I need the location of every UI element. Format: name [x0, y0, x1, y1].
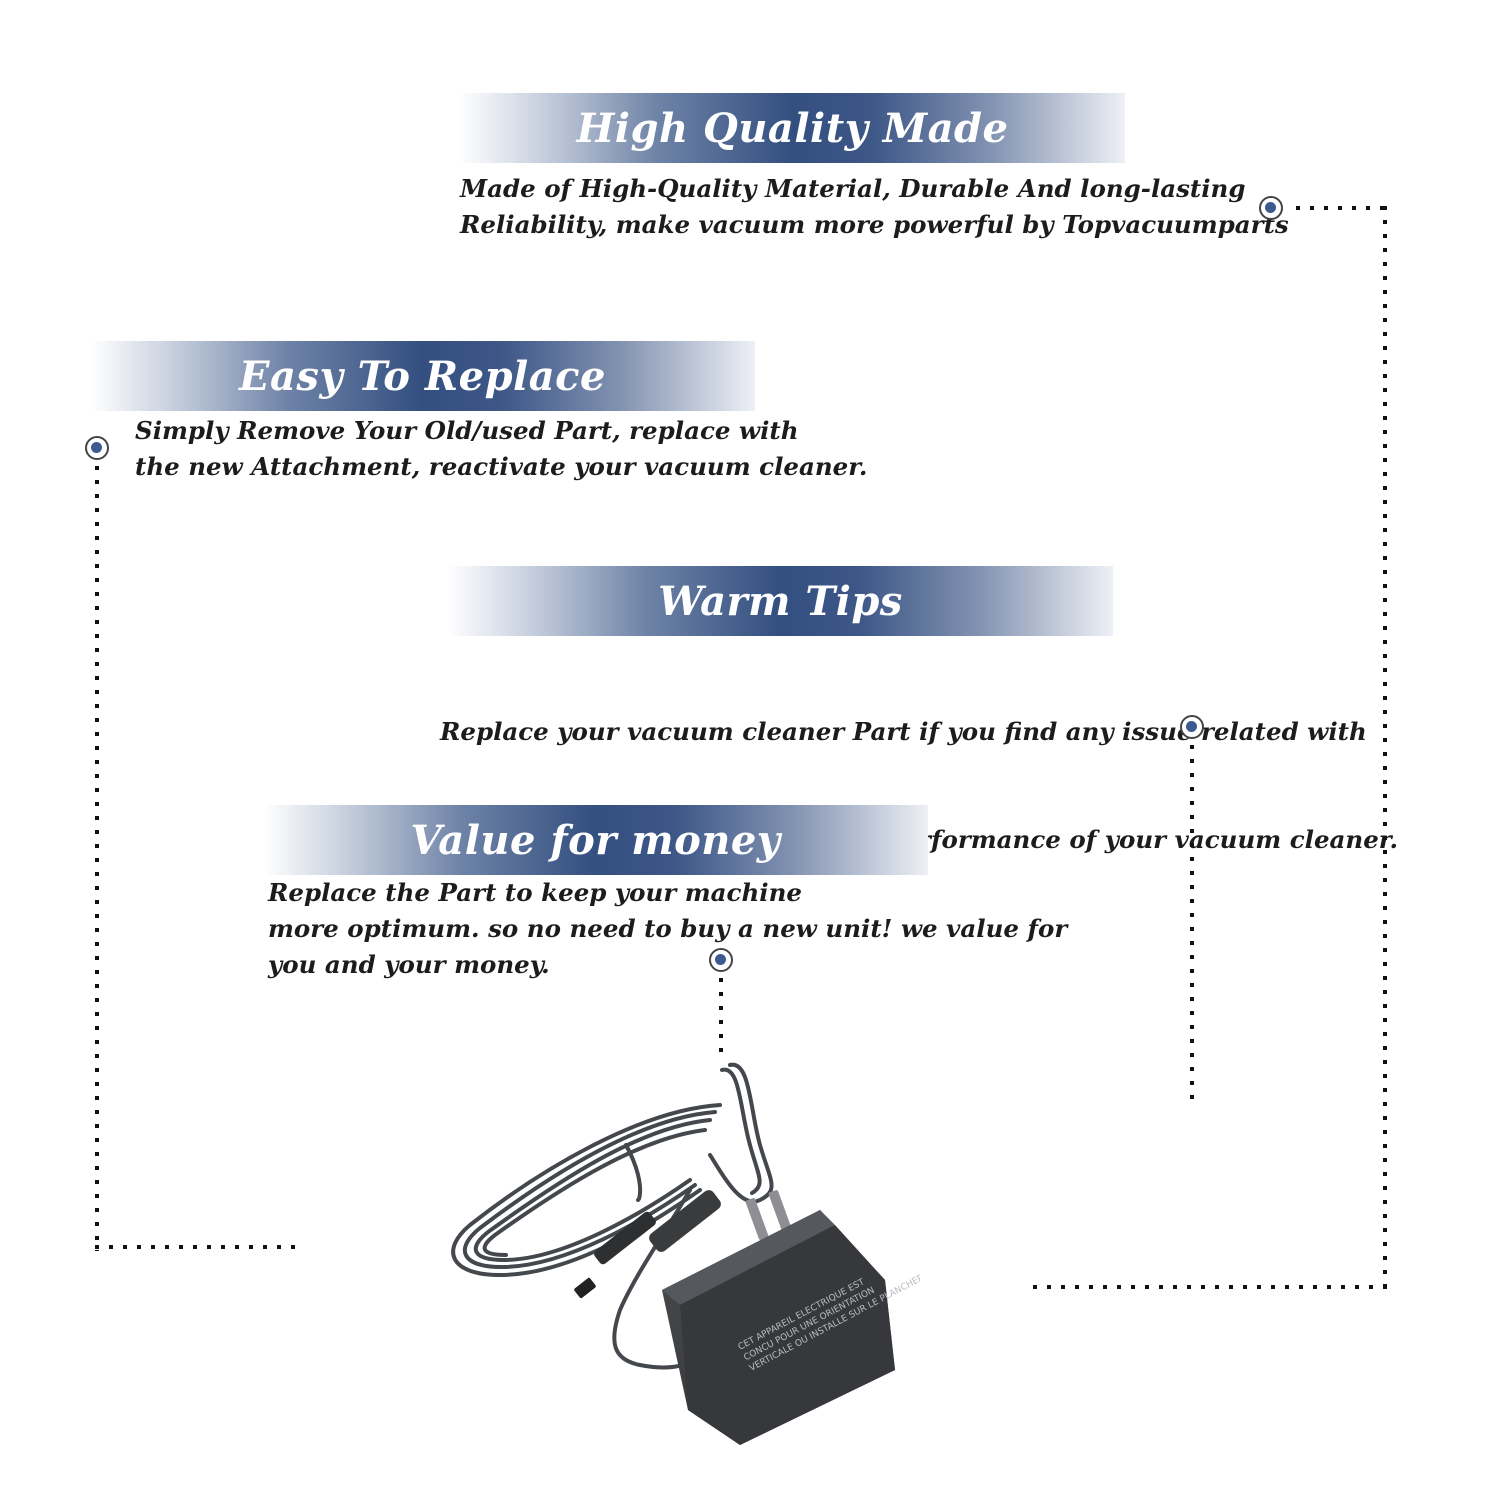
connector-line — [95, 1245, 295, 1249]
section-description-easy-replace: Simply Remove Your Old/used Part, replac… — [135, 413, 867, 485]
description-line: Replace the Part to keep your machine — [268, 878, 802, 907]
description-line: more optimum. so no need to buy a new un… — [268, 914, 1068, 943]
connector-line — [1383, 206, 1387, 1290]
banner-easy-to-replace: Easy To Replace — [90, 341, 755, 411]
section-title: Value for money — [410, 816, 781, 864]
description-line: Reliability, make vacuum more powerful b… — [460, 210, 1289, 239]
marker-easy-replace — [85, 436, 109, 460]
description-line: Simply Remove Your Old/used Part, replac… — [135, 416, 799, 445]
section-description-high-quality: Made of High-Quality Material, Durable A… — [460, 171, 1289, 243]
banner-high-quality-made: High Quality Made — [460, 93, 1125, 163]
banner-value-for-money: Value for money — [263, 805, 928, 875]
connector-line — [1033, 1285, 1387, 1289]
marker-high-quality — [1259, 196, 1283, 220]
description-line: the new Attachment, reactivate your vacu… — [135, 452, 868, 481]
prongs — [745, 1190, 792, 1240]
section-title: Warm Tips — [658, 577, 903, 625]
barrel-plug — [574, 1190, 721, 1299]
marker-warm-tips — [1180, 715, 1204, 739]
connector-line — [1190, 745, 1194, 1107]
marker-value — [709, 948, 733, 972]
ac-adapter-image: CET APPAREIL ELECTRIQUE EST CONCU POUR U… — [451, 1062, 920, 1445]
section-title: High Quality Made — [576, 104, 1009, 152]
banner-warm-tips: Warm Tips — [448, 566, 1113, 636]
connector-line — [719, 978, 723, 1054]
connector-line — [1296, 206, 1386, 210]
connector-line — [95, 466, 99, 1251]
section-title: Easy To Replace — [239, 352, 606, 400]
description-line: Made of High-Quality Material, Durable A… — [460, 174, 1246, 203]
description-line: you and your money. — [268, 950, 550, 979]
adapter-body: CET APPAREIL ELECTRIQUE EST CONCU POUR U… — [662, 1210, 920, 1445]
section-description-value: Replace the Part to keep your machine mo… — [268, 875, 1067, 983]
description-line: Replace your vacuum cleaner Part if you … — [440, 717, 1367, 746]
